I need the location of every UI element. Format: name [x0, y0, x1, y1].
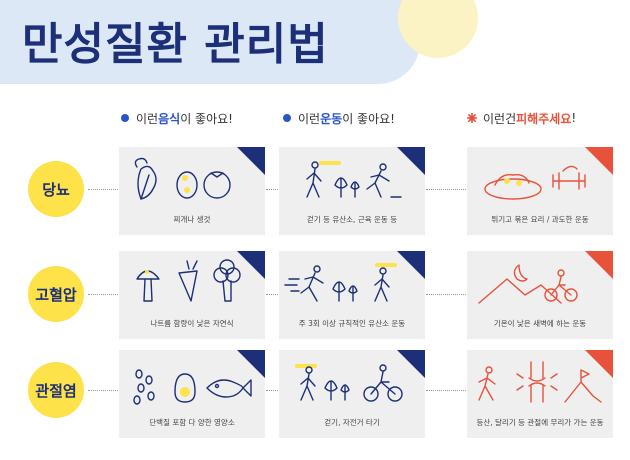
connector-line [88, 294, 118, 295]
card-caption: 등산, 달리기 등 관절에 무리가 가는 운동 [476, 418, 604, 427]
corner-fold-icon [237, 350, 265, 378]
walking-running-icon [306, 161, 402, 198]
connector-line [426, 294, 466, 295]
column-header-highlight: 운동 [320, 111, 343, 126]
column-header-post: ! [571, 111, 577, 125]
card-hypertension-exercise: 주 3회 이상 규칙적인 유산소 운동 [279, 251, 425, 339]
connector-line [88, 189, 118, 190]
header-band [0, 0, 420, 84]
column-header-pre: 이런건 [483, 111, 517, 126]
card-caption: 기온이 낮은 새벽에 하는 운동 [493, 319, 587, 328]
running-walking-icon [284, 263, 397, 302]
column-header-avoid: 이런건 피해주세요! [467, 108, 576, 128]
card-caption: 찌개나 생것 [173, 215, 211, 224]
card-arthritis-food: 단백질 포함 다 양한 영양소 [119, 350, 265, 438]
page-title: 만성질환 관리법 [22, 19, 329, 70]
fried-food-dumbbell-icon [484, 165, 586, 200]
card-arthritis-exercise: 걷기, 자전거 타기 [279, 350, 425, 438]
connector-line [266, 294, 278, 295]
column-header-highlight: 음식 [158, 111, 181, 126]
card-diabetes-avoid: 튀기고 볶은 요리 / 과도한 운동 [467, 147, 613, 235]
walking-cycling-icon [295, 364, 403, 402]
mushroom-carrot-broccoli-icon [136, 259, 241, 302]
column-header-pre: 이런 [298, 111, 321, 126]
column-header-highlight: 피해주세요 [516, 111, 572, 126]
card-caption: 나트륨 함량이 낮은 자연식 [150, 319, 234, 328]
card-caption: 주 3회 이상 규칙적인 유산소 운동 [298, 319, 406, 328]
column-header-post: 이 좋아요! [342, 111, 395, 126]
connector-line [426, 390, 466, 391]
corner-fold-icon [237, 147, 265, 175]
corner-fold-icon [585, 350, 613, 378]
connector-line [88, 390, 118, 391]
joint-pain-hiking-icon [478, 361, 602, 403]
card-hypertension-avoid: 기온이 낮은 새벽에 하는 운동 [467, 251, 613, 339]
card-caption: 걷기, 자전거 타기 [324, 418, 380, 427]
connector-line [426, 189, 466, 190]
column-header-post: 이 좋아요! [180, 111, 233, 126]
red-burst-icon [467, 113, 477, 123]
corner-fold-icon [585, 147, 613, 175]
row-label-diabetes: 당뇨 [28, 161, 84, 217]
row-label-hypertension: 고혈압 [28, 266, 84, 322]
connector-line [266, 189, 278, 190]
blue-dot-icon [121, 114, 129, 122]
connector-line [266, 390, 278, 391]
night-cycling-icon [478, 264, 578, 304]
corner-fold-icon [585, 251, 613, 279]
beans-egg-fish-icon [133, 369, 252, 405]
vegetables-egg-tomato-icon [134, 157, 231, 200]
card-diabetes-exercise: 걷기 등 유산소, 근육 운동 등 [279, 147, 425, 235]
card-caption: 튀기고 볶은 요리 / 과도한 운동 [491, 215, 589, 224]
corner-fold-icon [237, 251, 265, 279]
card-caption: 걷기 등 유산소, 근육 운동 등 [306, 215, 398, 224]
card-diabetes-food: 찌개나 생것 [119, 147, 265, 235]
card-hypertension-food: 나트륨 함량이 낮은 자연식 [119, 251, 265, 339]
card-arthritis-avoid: 등산, 달리기 등 관절에 무리가 가는 운동 [467, 350, 613, 438]
column-header-pre: 이런 [136, 111, 159, 126]
corner-fold-icon [397, 350, 425, 378]
blue-dot-icon [283, 114, 291, 122]
card-caption: 단백질 포함 다 양한 영양소 [149, 418, 235, 427]
corner-fold-icon [397, 251, 425, 279]
row-label-arthritis: 관절염 [28, 362, 84, 418]
corner-fold-icon [397, 147, 425, 175]
